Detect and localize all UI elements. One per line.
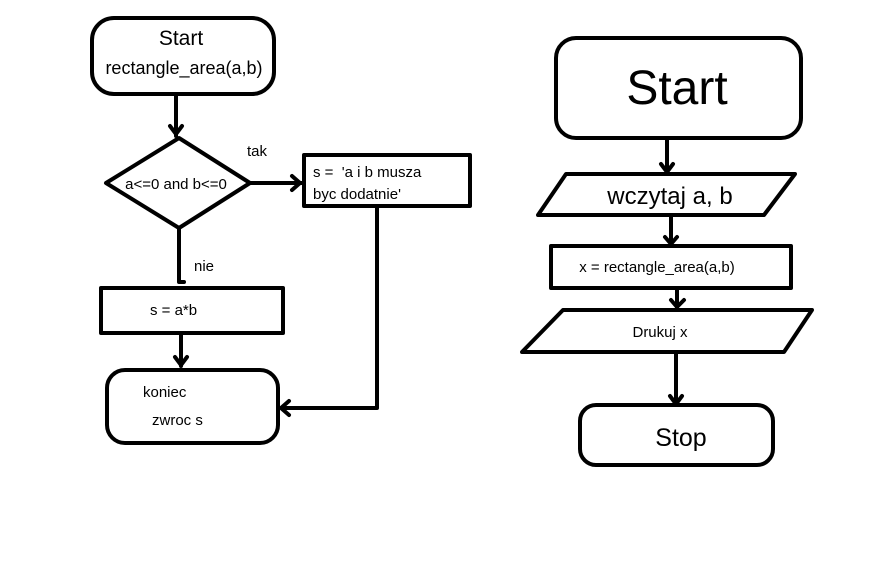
left-error-line2: byc dodatnie' — [313, 186, 401, 203]
left-error-line1: s = 'a i b musza — [313, 164, 422, 181]
right-input-parallelogram — [536, 172, 797, 217]
left-no-label: nie — [194, 258, 214, 275]
right-arrowhead-2 — [663, 235, 679, 246]
left-arrowhead-4 — [279, 399, 291, 417]
left-error-box — [302, 153, 472, 208]
right-stop-label: Stop — [655, 424, 706, 452]
left-arrowhead-2 — [290, 174, 302, 192]
right-output-parallelogram — [520, 308, 814, 354]
left-end-line1: koniec — [143, 384, 187, 401]
left-connector-error-end — [280, 205, 379, 410]
left-compute-label: s = a*b — [150, 302, 197, 319]
left-connector-decision-compute — [177, 226, 186, 284]
left-end-terminal — [105, 368, 280, 445]
left-yes-label: tak — [247, 143, 268, 160]
right-output-label: Drukuj x — [632, 324, 688, 341]
left-arrowhead-3 — [173, 355, 189, 367]
left-start-terminal — [90, 16, 276, 96]
left-start-label: Start — [159, 27, 204, 50]
right-input-label: wczytaj a, b — [606, 183, 732, 210]
left-compute-box — [99, 286, 285, 335]
right-arrowhead-4 — [668, 394, 684, 406]
left-end-line2: zwroc s — [152, 412, 203, 429]
right-arrowhead-3 — [669, 298, 686, 309]
left-arrowhead-1 — [168, 124, 184, 136]
left-condition-label: a<=0 and b<=0 — [125, 176, 227, 193]
right-start-label: Start — [626, 62, 727, 115]
right-start-terminal — [554, 36, 803, 140]
left-function-label: rectangle_area(a,b) — [105, 58, 262, 79]
right-arrowhead-1 — [659, 162, 675, 174]
right-process-label: x = rectangle_area(a,b) — [579, 259, 735, 276]
